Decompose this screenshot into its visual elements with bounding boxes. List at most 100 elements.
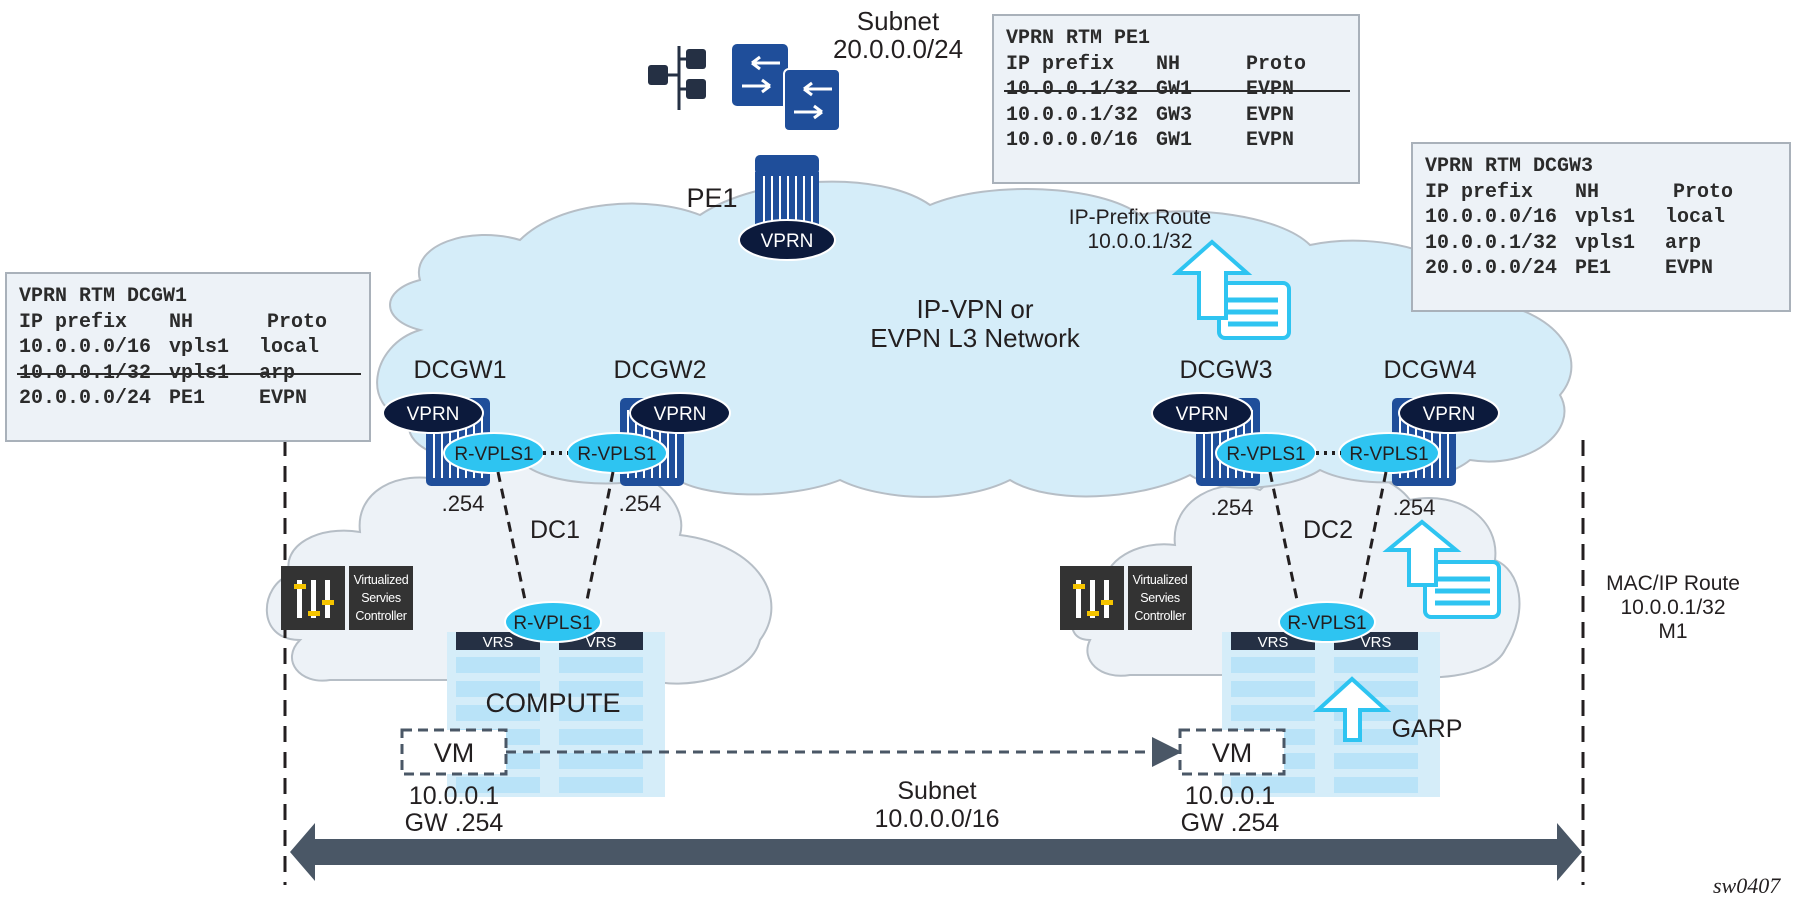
cell-prefix: 10.0.0.1/32 [1006,78,1139,101]
rvpls-oval [1338,432,1440,474]
network-label-line2: EVPN L3 Network [870,323,1081,353]
mac-ip-route-line1: MAC/IP Route [1606,572,1740,595]
dcgw-2: VPRN R-VPLS1 DCGW2 [566,356,731,486]
rvpls-oval [504,601,602,643]
vprn-label: VPRN [407,404,460,425]
vsc-label: Virtualized Servies Controller [349,566,413,630]
compute-slot [559,681,643,697]
compute-slot [1231,657,1315,673]
garp-arrow-icon [1312,676,1392,742]
cell-proto: arp [259,361,296,385]
vm1-label: VM [434,738,475,768]
mac-ip-route-line2: 10.0.0.1/32 [1620,596,1725,619]
vrs-label: VRS [483,634,514,651]
lan-icon [648,46,706,110]
vsc-label: Virtualized Servies Controller [1128,566,1192,630]
compute-slot [456,681,540,697]
bottom-subnet-label: Subnet [897,777,976,805]
ip-prefix-route-line2: 10.0.0.1/32 [1087,230,1192,253]
compute-slot [1231,705,1315,721]
cell-nh: vpls1 [169,336,230,359]
vprn-label: VPRN [1423,404,1476,425]
vprn-oval [1151,392,1253,434]
cell-prefix: 10.0.0.0/16 [1425,206,1558,229]
vrs-label: VRS [1361,634,1392,651]
vprn-label: VPRN [1176,404,1229,425]
vm2-box [1178,728,1286,776]
compute-slot [456,777,540,793]
cell-proto: local [1665,206,1726,229]
compute-slot [1334,657,1418,673]
vm1-ip: 10.0.0.1 [409,782,499,810]
compute-slot [1231,777,1315,793]
cell-proto: EVPN [1665,257,1714,280]
col-nh: NH [1575,180,1600,204]
dc1-label: DC1 [530,516,580,544]
compute-slot [1334,753,1418,769]
dcgw1-ip: .254 [442,491,485,516]
rvpls-label: R-VPLS1 [1287,613,1366,634]
vsc-dc1: Virtualized Servies Controller [281,566,413,630]
top-subnet-label: Subnet [857,6,940,36]
cell-proto: EVPN [1246,129,1295,152]
rvpls-label: R-VPLS1 [454,444,533,465]
dcgw2-ip: .254 [619,491,662,516]
cell-nh: GW1 [1156,78,1193,101]
rtm-dcgw1-title: VPRN RTM DCGW1 [19,285,188,308]
cell-prefix: 10.0.0.1/32 [1425,231,1558,255]
pe1-label: PE1 [686,183,737,213]
col-proto: Proto [1673,180,1734,204]
link-dcgw4-dc2 [1358,471,1388,601]
cell-nh: vpls1 [1575,206,1636,229]
switch-icon [732,44,841,132]
vsc-line3: Controller [1134,609,1186,623]
compute-label: COMPUTE [486,688,621,718]
rvpls-oval [1278,601,1376,643]
cell-nh: PE1 [169,387,206,410]
cell-proto: EVPN [1246,103,1295,127]
sliders-icon [1060,566,1124,630]
dc2-label: DC2 [1303,516,1353,544]
figure-id: sw0407 [1713,873,1781,898]
compute-slot [559,657,643,673]
col-proto: Proto [267,310,328,334]
col-prefix: IP prefix [19,310,128,334]
dcgw-name: DCGW2 [613,356,706,384]
compute-slot [559,705,643,721]
network-label-line1: IP-VPN or [916,294,1033,324]
dcgw-name: DCGW3 [1179,356,1272,384]
vm1-gw: GW .254 [405,809,504,837]
col-prefix: IP prefix [1425,180,1534,204]
pe1-vprn-oval [738,219,836,261]
vsc-line1: Virtualized [353,573,409,587]
cell-prefix: 10.0.0.1/32 [19,361,152,385]
link-dcgw3-dc2 [1268,471,1299,601]
mac-ip-route-icon [1382,519,1501,619]
cell-prefix: 10.0.0.1/32 [1006,103,1139,127]
vsc-line2: Servies [1140,591,1180,605]
cell-proto: EVPN [259,387,308,410]
rvpls-label: R-VPLS1 [577,444,656,465]
vm1-box [400,728,508,776]
cell-nh: PE1 [1575,257,1612,280]
compute-slot [456,705,540,721]
compute-slot [1334,777,1418,793]
cell-prefix: 10.0.0.0/16 [1006,129,1139,152]
mac-ip-route-line3: M1 [1658,620,1687,643]
vrs-label: VRS [1258,634,1289,651]
ip-prefix-route-line1: IP-Prefix Route [1069,206,1211,229]
rvpls-label: R-VPLS1 [513,613,592,634]
vprn-label: VPRN [654,404,707,425]
dcgw3-ip: .254 [1211,495,1254,520]
dcgw-name: DCGW1 [413,356,506,384]
vsc-line3: Controller [355,609,407,623]
rvpls-label: R-VPLS1 [1349,444,1428,465]
